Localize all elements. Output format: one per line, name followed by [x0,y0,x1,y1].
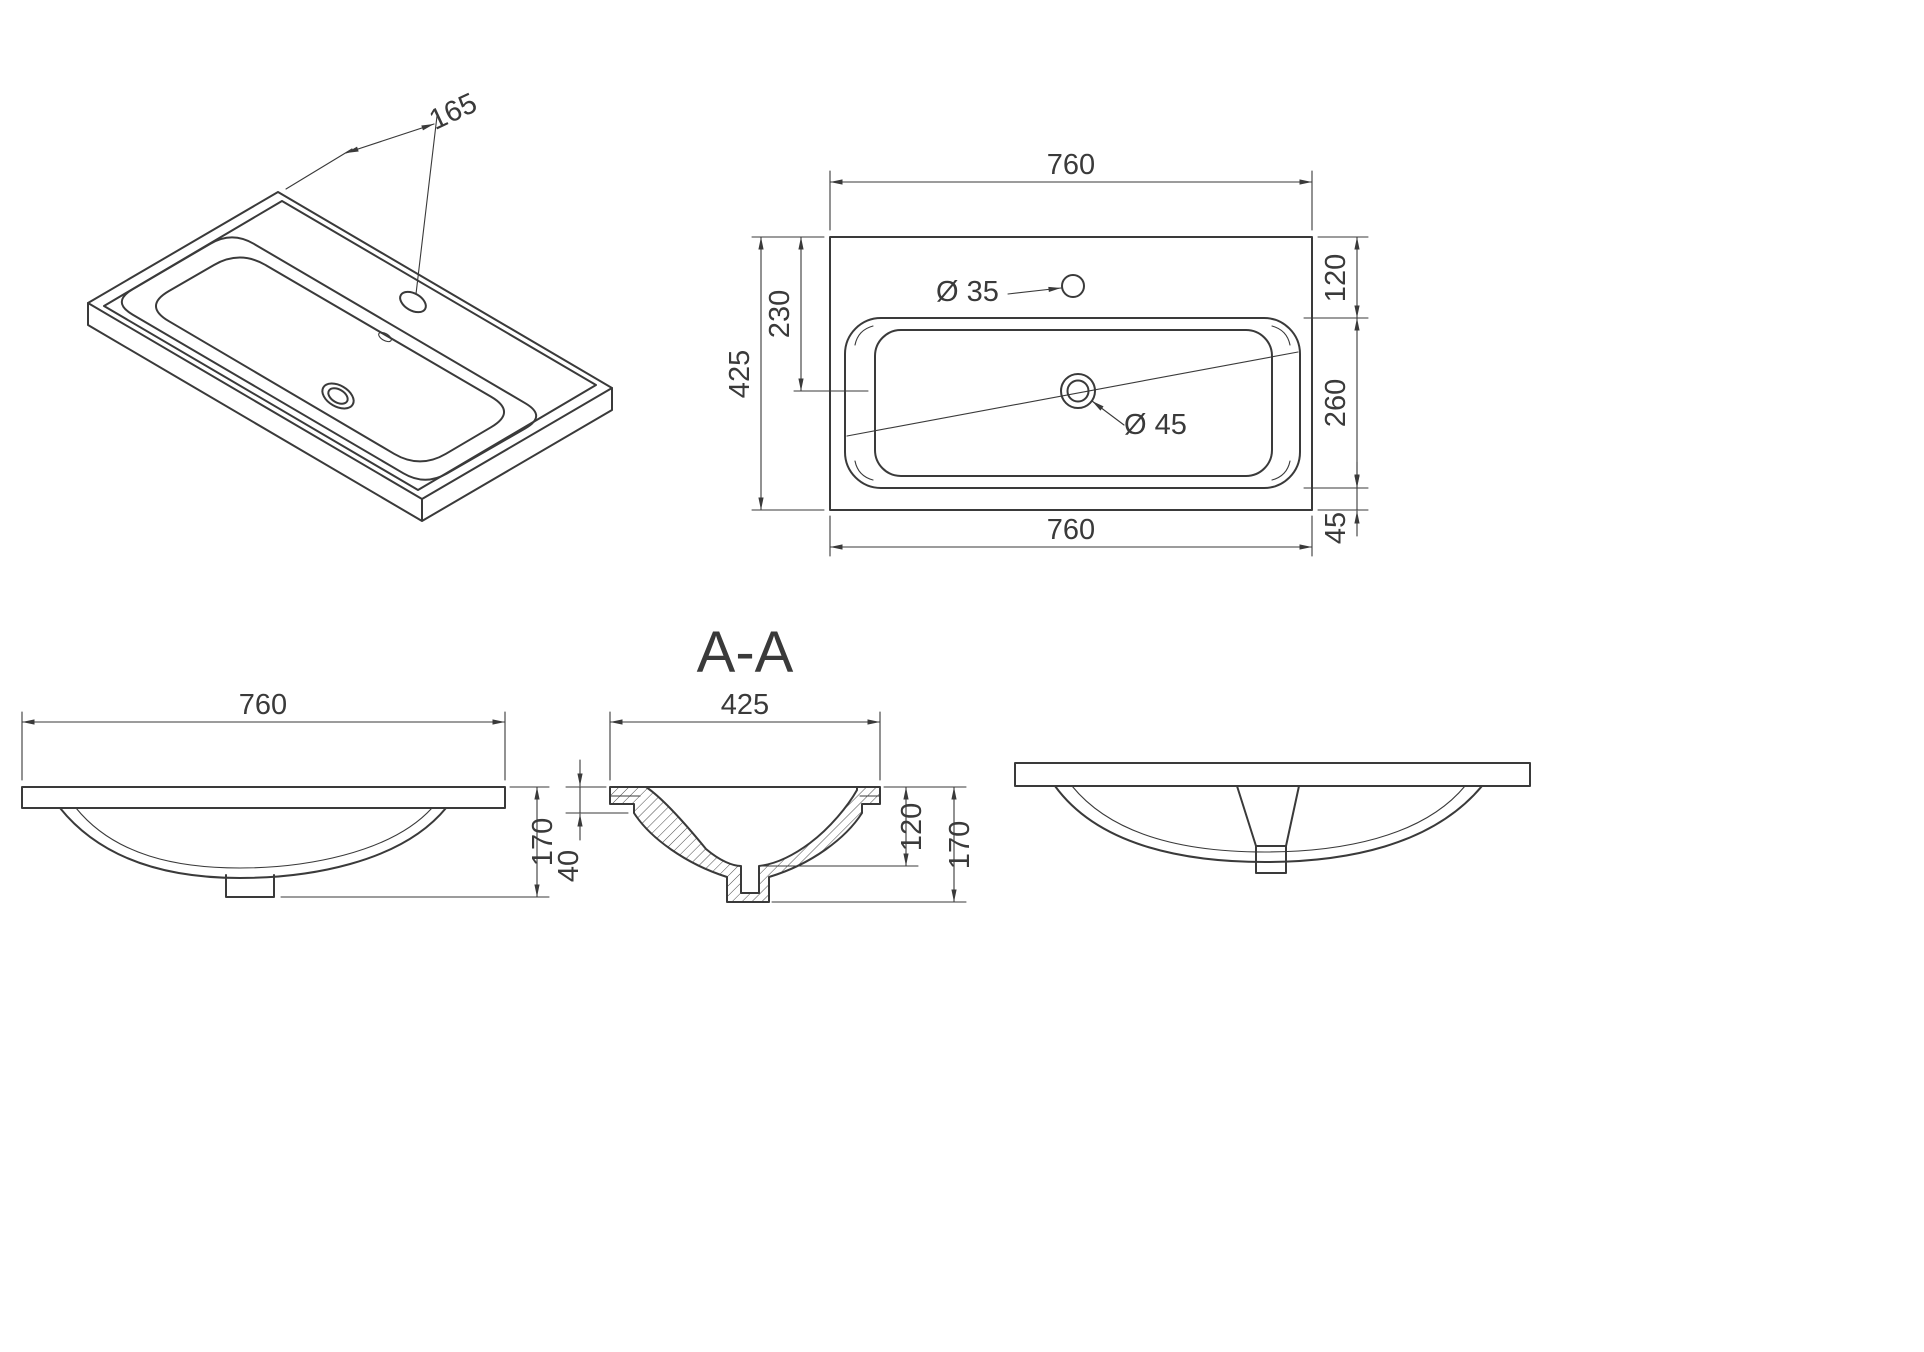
iso-overflow-slot [378,331,392,343]
plan-drain-hole-inner [1066,379,1090,403]
section-outer-profile [609,786,881,903]
iso-basin-outer [120,236,538,481]
plan-faucet-hole-label-text: Ø 35 [936,276,999,308]
rear-rim-outline [1014,762,1531,787]
plan-dim-depth-text: 425 [724,350,756,398]
section-dim-bowl-depth: 120 [761,786,967,867]
plan-faucet-hole-label: Ø 35 [936,276,1062,308]
iso-dim-line [345,123,435,154]
isometric-view: 165 [87,87,613,522]
plan-slope-line [846,351,1299,437]
section-dim-rim-text: 40 [553,850,585,882]
plan-basin-inner [874,329,1273,477]
front-bowl-inner [75,807,433,869]
iso-dim-faucet-offset: 165 [285,87,482,295]
plan-dim-basin-text: 260 [1320,379,1352,427]
plan-basin-corner-arcs [854,325,1291,481]
iso-drain-hole-inner [327,387,349,405]
plan-dim-width-top-text: 760 [1047,149,1095,181]
plan-view: 760 425 230 120 260 45 [724,149,1369,557]
rear-overflow-channel [1236,785,1300,874]
plan-dim-front-edge-text: 45 [1320,512,1352,544]
plan-dim-width-bottom-text: 760 [1047,514,1095,546]
front-bowl-outer [59,807,447,879]
section-dim-width: 425 [609,689,881,781]
plan-dim-back-deck: 120 [1303,236,1369,319]
plan-dim-back-deck-text: 120 [1320,254,1352,302]
plan-dim-front-edge: 45 [1317,461,1369,544]
iso-dim-text: 165 [425,87,482,136]
front-rim-outline [21,786,506,809]
plan-outer-outline [829,236,1313,511]
section-dim-bowl-depth-text: 120 [896,803,928,851]
section-inner-surface [645,786,858,894]
leader-line [1007,286,1062,295]
iso-faucet-hole [399,290,427,314]
plan-dim-drain-center-text: 230 [764,290,796,338]
section-dim-width-text: 425 [721,689,769,721]
section-bowl-void [646,787,857,893]
front-drain-stub [225,874,275,898]
section-dim-height: 170 [771,786,976,903]
plan-faucet-hole [1061,274,1085,298]
plan-drain-hole-outer [1060,373,1096,409]
iso-inner-rim-outline [103,200,597,491]
section-dim-height-text: 170 [944,821,976,869]
plan-dim-drain-center: 230 [764,236,804,392]
plan-drain-hole-label-text: Ø 45 [1124,409,1187,441]
front-dim-height: 170 [280,786,559,898]
iso-ext-line-corner [285,148,353,190]
iso-basin-inner [154,256,506,463]
iso-drain-hole-outer [321,382,355,410]
plan-dim-basin: 260 [1303,317,1369,489]
iso-top-face-outline [87,191,613,500]
front-view: 760 170 [21,689,559,898]
front-dim-width: 760 [21,689,506,781]
section-dim-rim: 40 [553,759,629,882]
rear-bowl-outer [1054,785,1483,863]
plan-drain-hole-label: Ø 45 [1091,400,1187,441]
front-dim-height-text: 170 [527,818,559,866]
iso-thickness-edges [87,302,613,522]
plan-dim-width-top: 760 [829,149,1313,231]
front-dim-width-text: 760 [239,689,287,721]
rear-view [1014,762,1531,874]
plan-dim-depth: 425 [724,236,825,511]
iso-ext-line-faucet [415,115,438,295]
section-view: 425 40 120 170 [553,689,976,903]
section-title: A-A [697,620,794,685]
leader-line [1091,400,1125,426]
rear-bowl-inner [1071,785,1466,853]
plan-dim-width-bottom: 760 [829,514,1313,557]
plan-basin-outer [844,317,1301,489]
